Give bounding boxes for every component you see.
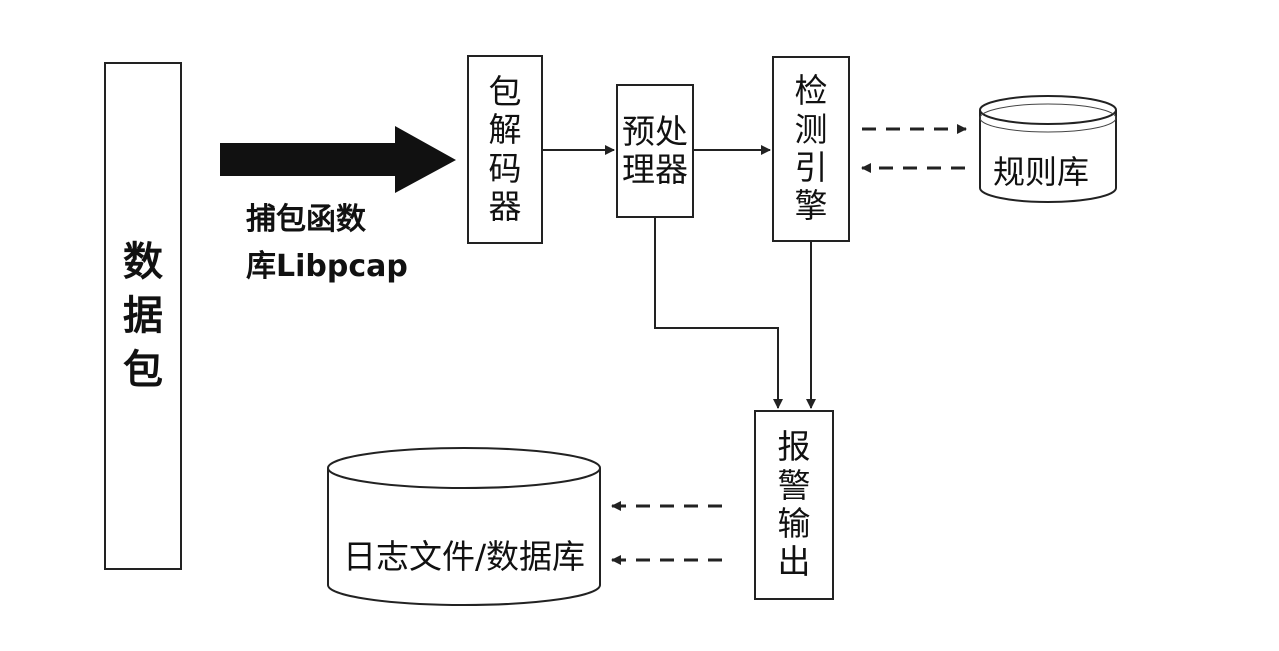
engine-char: 测 <box>794 109 828 149</box>
packet-char: 数 <box>123 239 163 285</box>
alert-char: 报 <box>777 427 811 467</box>
alert-char: 输 <box>777 504 811 543</box>
capture-thick-arrow <box>220 126 456 193</box>
decoder-char: 码 <box>488 148 522 188</box>
engine-char: 引 <box>794 148 828 187</box>
rule-base-cylinder <box>979 95 1117 203</box>
capture-library-label-line1: 捕包函数 <box>246 202 366 237</box>
packet-char: 包 <box>123 347 163 393</box>
arrow-preprocessor-to-alert <box>654 218 783 409</box>
preprocessor-line: 预处 <box>622 111 688 151</box>
decoder-char: 器 <box>488 186 522 226</box>
log-database-label: 日志文件/数据库 <box>342 537 586 576</box>
alert-char: 警 <box>777 465 811 505</box>
packet-char: 据 <box>123 293 163 339</box>
packet-decoder-box: 包 解 码 器 <box>467 55 543 244</box>
decoder-char: 包 <box>488 71 522 111</box>
detection-engine-box: 检 测 引 擎 <box>772 56 850 242</box>
engine-char: 检 <box>794 71 828 111</box>
alert-char: 出 <box>777 542 811 582</box>
capture-library-label-line2: 库Libpcap <box>246 249 408 284</box>
alert-output-box: 报 警 输 出 <box>754 410 834 600</box>
data-packet-box: 数 据 包 <box>104 62 182 570</box>
decoder-char: 解 <box>488 110 522 150</box>
log-database-cylinder <box>327 447 601 606</box>
engine-char: 擎 <box>794 186 828 226</box>
preprocessor-box: 预处 理器 <box>616 84 694 218</box>
rule-base-label: 规则库 <box>993 153 1090 191</box>
preprocessor-line: 理器 <box>622 150 688 189</box>
